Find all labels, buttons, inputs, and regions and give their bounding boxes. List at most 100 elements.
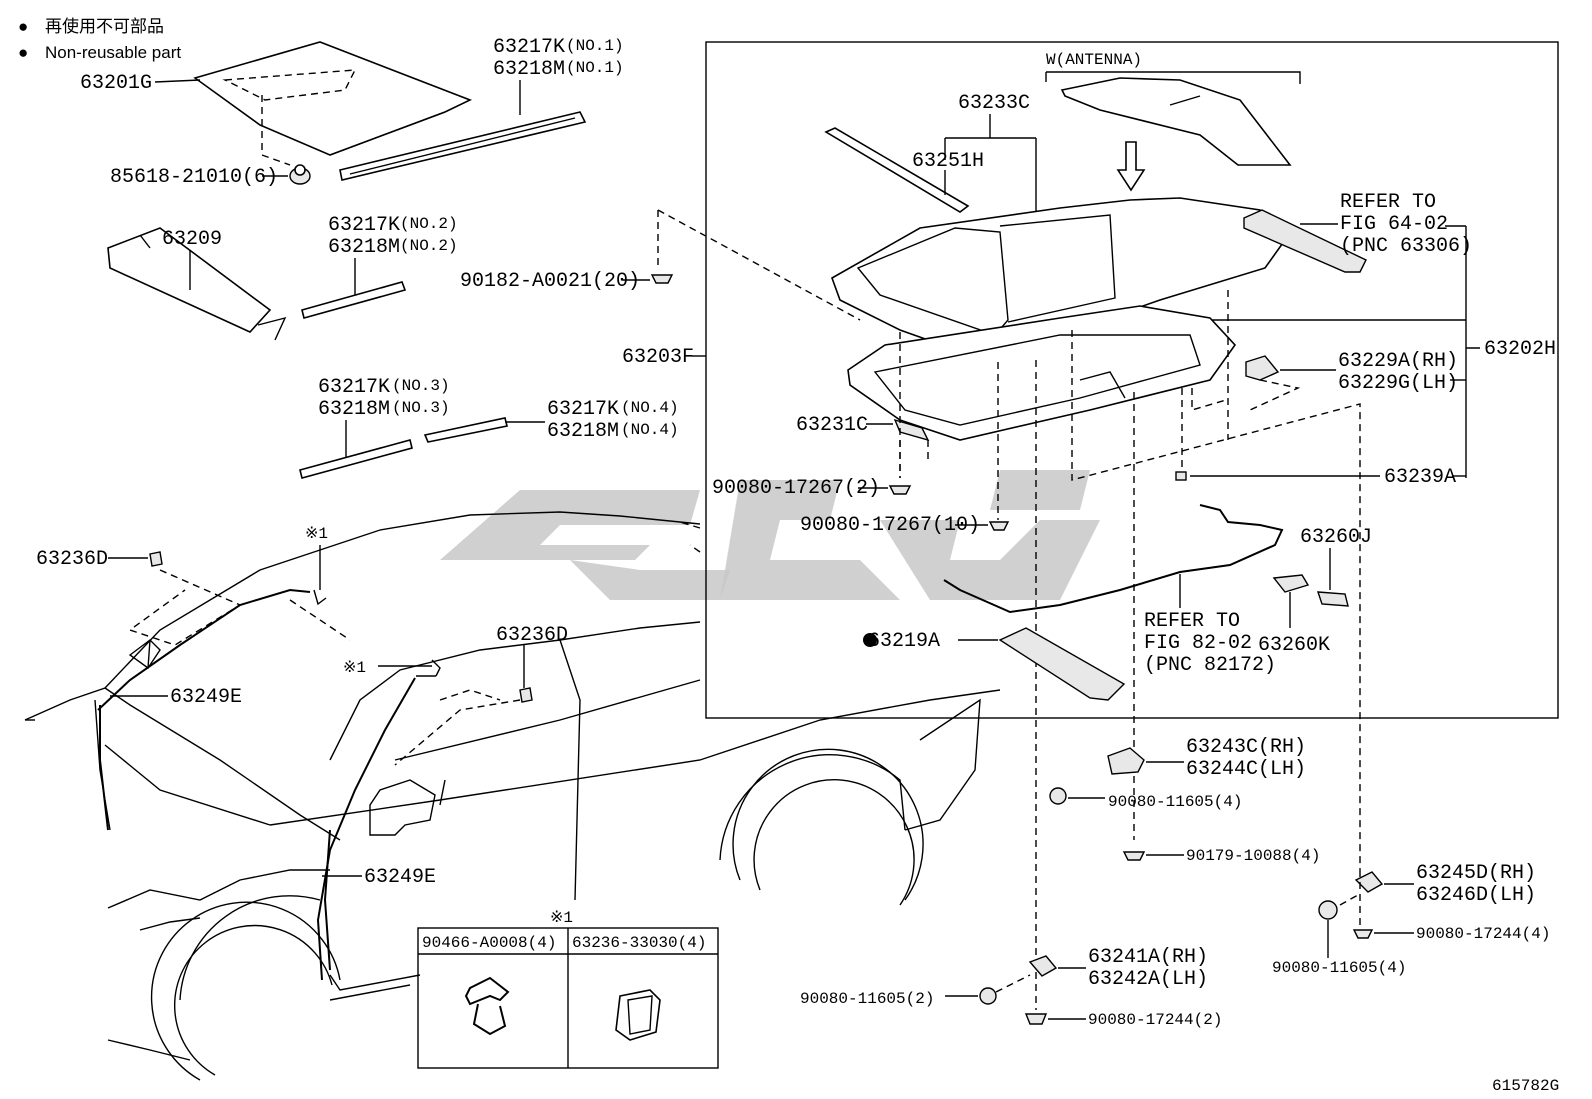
label-63241A: 63241A(RH) [1088, 946, 1208, 969]
label-63260J: 63260J [1300, 526, 1372, 549]
label-refer-82-b: FIG 82-02 [1144, 632, 1252, 655]
label-63209: 63209 [162, 228, 222, 251]
moulding-no4-part [423, 417, 508, 443]
bracket-63241A-part [1028, 955, 1058, 977]
clip-inset-table: ※1 90466-A0008(4) 63236-33030(4) [417, 909, 719, 1069]
clip-63236D-right [519, 687, 533, 703]
label-no1-b: (NO.1) [566, 59, 624, 77]
inset-star-mark: ※1 [550, 909, 573, 927]
label-90080-17244-2: 90080-17244(2) [1088, 1011, 1222, 1029]
label-refer-64-c: (PNC 63306) [1340, 235, 1472, 258]
sunshade-63219A-part [998, 627, 1126, 701]
label-63218M-no4: 63218M [547, 420, 619, 443]
label-antenna: W(ANTENNA) [1046, 51, 1142, 69]
legend: ● 再使用不可部品 ● Non-reusable part [18, 16, 181, 62]
moulding-no2-part [301, 281, 407, 319]
label-no4-b: (NO.4) [621, 421, 679, 439]
label-63260K: 63260K [1258, 634, 1330, 657]
bracket-63243C-part [1107, 747, 1145, 775]
star-mark-1: ※1 [305, 525, 328, 543]
label-63219A: 63219A [868, 630, 940, 653]
label-63249E-2: 63249E [364, 866, 436, 889]
label-90080-17267-10: 90080-17267(10) [800, 514, 980, 537]
label-90080-17244-4: 90080-17244(4) [1416, 925, 1550, 943]
label-63242A: 63242A(LH) [1088, 968, 1208, 991]
label-63203F: 63203F [622, 346, 694, 369]
label-63239A: 63239A [1384, 466, 1456, 489]
legend-bullet-2: ● [18, 43, 28, 62]
label-63244C: 63244C(LH) [1186, 758, 1306, 781]
clip-63239A [1175, 471, 1187, 481]
watermark-logo [440, 470, 1100, 600]
label-63202H: 63202H [1484, 338, 1556, 361]
bracket-63245D-part [1354, 871, 1384, 893]
label-63217K-no3: 63217K [318, 376, 390, 399]
label-63243C: 63243C(RH) [1186, 736, 1306, 759]
label-refer-82-c: (PNC 82172) [1144, 654, 1276, 677]
motor-63260J-part [1317, 591, 1349, 607]
label-63251H: 63251H [912, 150, 984, 173]
label-85618-21010: 85618-21010(6) [110, 166, 278, 189]
legend-bullet-1: ● [18, 17, 28, 36]
inset-col-63236: 63236-33030(4) [572, 934, 706, 952]
label-refer-64-a: REFER TO [1340, 191, 1436, 214]
legend-line-jp: 再使用不可部品 [45, 16, 164, 36]
vehicle-outline [24, 511, 1001, 1081]
bolt-90080-11605-4b [1318, 900, 1338, 920]
label-63218M-no3: 63218M [318, 398, 390, 421]
motor-63260K-part [1272, 574, 1310, 593]
band-clip-icon [615, 989, 661, 1041]
label-63246D: 63246D(LH) [1416, 884, 1536, 907]
label-63236D-1: 63236D [36, 548, 108, 571]
label-63229A: 63229A(RH) [1338, 350, 1458, 373]
label-no2-b: (NO.2) [400, 237, 458, 255]
label-90080-11605-4a: 90080-11605(4) [1108, 793, 1242, 811]
label-90080-11605-2: 90080-11605(2) [800, 990, 934, 1008]
nut-90080-17244-4 [1352, 929, 1374, 939]
clip-90182 [650, 274, 674, 284]
label-63233C: 63233C [958, 92, 1030, 115]
label-no1-a: (NO.1) [566, 37, 624, 55]
bracket-63229-part [1245, 355, 1280, 381]
wind-deflector-part [1243, 209, 1367, 273]
garnish-63249E-front [97, 588, 311, 831]
label-63217K-no2: 63217K [328, 214, 400, 237]
label-no3-a: (NO.3) [392, 377, 450, 395]
label-63231C: 63231C [796, 414, 868, 437]
sunroof-assembly-box [705, 41, 1559, 719]
label-63245D: 63245D(RH) [1416, 862, 1536, 885]
inset-col-90466: 90466-A0008(4) [422, 934, 556, 952]
harness-part [943, 504, 1284, 614]
label-63249E-1: 63249E [170, 686, 242, 709]
label-refer-64-b: FIG 64-02 [1340, 213, 1448, 236]
label-63218M-no1: 63218M [493, 58, 565, 81]
label-90080-17267-2: 90080-17267(2) [712, 477, 880, 500]
nut-90080-17267-2 [888, 485, 912, 495]
nut-90080-17267-10 [988, 521, 1010, 531]
label-90179-10088: 90179-10088(4) [1186, 847, 1320, 865]
star-mark-2: ※1 [343, 659, 366, 677]
label-63217K-no1: 63217K [493, 36, 565, 59]
antenna-glass-part [1060, 77, 1292, 166]
label-no4-a: (NO.4) [621, 399, 679, 417]
sunroof-glass-part [831, 197, 1287, 363]
clip-85618 [289, 164, 311, 185]
roof-panel-part [193, 41, 473, 166]
legend-line-en: Non-reusable part [45, 43, 181, 62]
nut-90080-17244-2 [1024, 1013, 1048, 1025]
label-no3-b: (NO.3) [392, 399, 450, 417]
bolt-90080-11605-4a [1049, 787, 1067, 805]
label-90080-11605-4b: 90080-11605(4) [1272, 959, 1406, 977]
moulding-no1-part [339, 111, 587, 181]
label-63218M-no2: 63218M [328, 236, 400, 259]
wire-clip-icon [464, 976, 510, 1036]
label-63229G: 63229G(LH) [1338, 372, 1458, 395]
down-arrow-icon [1116, 141, 1146, 192]
weatherstrip-63251H-part [824, 127, 970, 213]
label-63236D-2: 63236D [496, 624, 568, 647]
bolt-90080-11605-2 [979, 987, 997, 1005]
label-63217K-no4: 63217K [547, 398, 619, 421]
sunroof-frame-part [847, 305, 1237, 441]
clip-63236D-left [149, 551, 163, 567]
